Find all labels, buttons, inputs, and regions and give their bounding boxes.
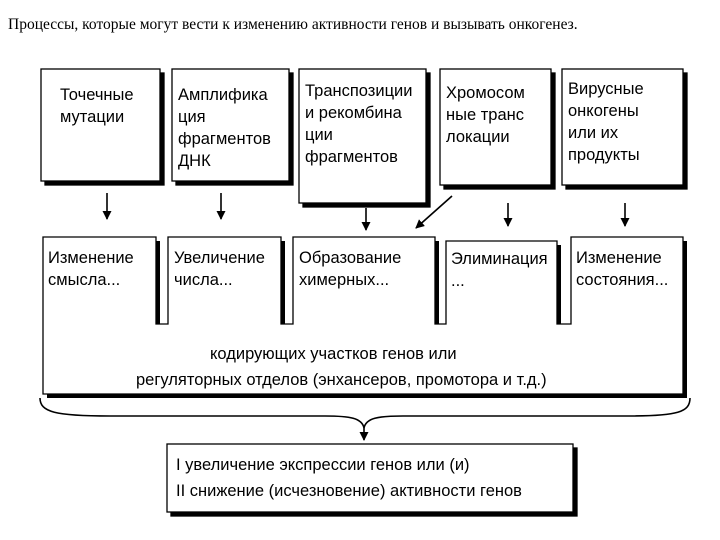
- page-title: Процессы, которые могут вести к изменени…: [8, 16, 578, 33]
- process-text-1: Точечные мутации: [60, 84, 134, 128]
- process-text-line: Амплифика: [178, 86, 268, 104]
- effect-text-2: Увеличение числа...: [174, 247, 265, 291]
- process-text-line: Вирусные: [568, 80, 644, 98]
- effect-text-4: Элиминация ...: [451, 248, 548, 292]
- process-text-line: и рекомбина: [305, 104, 402, 122]
- process-box-5: [561, 68, 684, 186]
- process-text-2: Амплифика ция фрагментов ДНК: [178, 84, 271, 172]
- process-text-line: ции: [305, 126, 333, 144]
- effect-text-line: Образование: [299, 249, 402, 267]
- effect-text-line: числа...: [174, 271, 233, 289]
- outcome-box: [166, 443, 578, 517]
- process-text-line: фрагментов: [178, 130, 271, 148]
- outcome-box-frame: [166, 443, 574, 513]
- outcome-text-line-2: II снижение (исчезновение) активности ге…: [176, 482, 522, 500]
- effects-frame-outline: [42, 236, 684, 395]
- process-arrows: [102, 193, 630, 231]
- process-text-line: ДНК: [178, 152, 211, 170]
- effect-text-line: Изменение: [576, 249, 662, 267]
- process-text-line: Точечные: [60, 86, 134, 104]
- effect-text-line: ...: [451, 272, 465, 290]
- process-text-line: фрагментов: [305, 148, 398, 166]
- process-text-line: мутации: [60, 108, 125, 126]
- effect-text-5: Изменение состояния...: [576, 247, 668, 291]
- process-text-line: Хромосом: [446, 84, 525, 102]
- common-text-line-1: кодирующих участков генов или: [210, 345, 457, 363]
- process-text-line: ция: [178, 108, 206, 126]
- process-boxes: [40, 68, 688, 208]
- process-box-1: [40, 68, 161, 182]
- process-text-line: ные транс: [446, 106, 525, 124]
- common-text-line-2: регуляторных отделов (энхансеров, промот…: [136, 371, 547, 389]
- effect-text-line: химерных...: [299, 271, 390, 289]
- effect-text-line: Изменение: [48, 249, 134, 267]
- process-text-line: онкогены: [568, 102, 639, 120]
- process-text-line: продукты: [568, 146, 640, 164]
- effect-text-line: Элиминация: [451, 250, 548, 268]
- arrow-4: [415, 195, 453, 229]
- effect-text-line: Увеличение: [174, 249, 265, 267]
- effect-text-3: Образование химерных...: [299, 247, 401, 291]
- process-box-2: [171, 68, 290, 182]
- process-text-line: Транспозиции: [305, 82, 413, 100]
- effect-text-1: Изменение смысла...: [48, 247, 134, 291]
- effect-text-line: состояния...: [576, 271, 669, 289]
- process-text-4: Хромосом ные транс локации: [446, 82, 525, 148]
- outcome-text-line-1: I увеличение экспрессии генов или (и): [176, 456, 470, 474]
- process-box-3: [298, 68, 427, 204]
- process-text-5: Вирусные онкогены или их продукты: [568, 78, 644, 166]
- curly-brace: [39, 397, 691, 429]
- process-box-4: [439, 68, 552, 186]
- effects-frame: [42, 236, 687, 398]
- process-text-line: или их: [568, 124, 619, 142]
- process-text-line: локации: [446, 128, 510, 146]
- effect-text-line: смысла...: [48, 271, 121, 289]
- process-text-3: Транспозиции и рекомбина ции фрагментов: [305, 80, 412, 168]
